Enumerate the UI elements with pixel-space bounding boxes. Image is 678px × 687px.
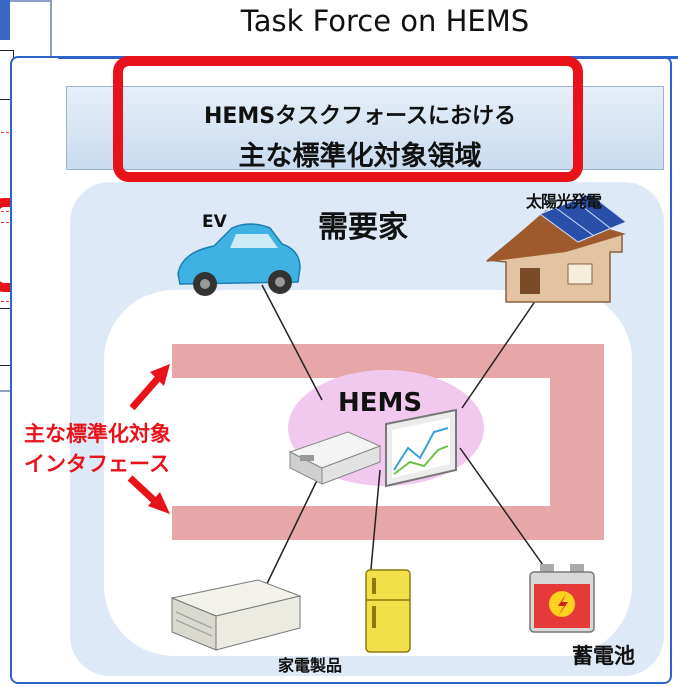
line-hems-fridge	[369, 469, 381, 581]
line-ev-hems	[261, 284, 323, 401]
interface-label-line1: 主な標準化対象	[24, 422, 171, 446]
battery-icon	[529, 564, 595, 633]
refrigerator-icon	[365, 569, 411, 653]
slide-title-box	[66, 86, 664, 170]
interface-arrows	[127, 364, 170, 514]
page-title: Task Force on HEMS	[240, 4, 530, 38]
solar-house-icon	[486, 193, 627, 303]
slide-title-line2: 主な標準化対象領域	[238, 141, 482, 172]
arrow-up	[129, 373, 163, 411]
consumer-label: 需要家	[318, 210, 408, 245]
arrow-down	[127, 475, 161, 507]
hems-router-icon	[288, 431, 382, 485]
connection-lines	[261, 284, 556, 595]
interface-label-line2: インタフェース	[24, 452, 170, 476]
solar-label: 太陽光発電	[526, 192, 602, 211]
hems-label: HEMS	[338, 388, 423, 418]
ev-label: EV	[202, 212, 227, 232]
appliance-label: 家電製品	[278, 656, 343, 675]
interface-bands	[172, 344, 604, 540]
ev-car-icon	[177, 223, 301, 296]
slide-title-line1: HEMSタスクフォースにおける	[203, 104, 517, 129]
left-panel-header-bar	[0, 0, 10, 40]
air-conditioner-icon	[170, 579, 302, 651]
interface-band-lower	[172, 506, 604, 540]
title-highlight-frame	[113, 56, 583, 182]
line-hems-aircon	[261, 469, 323, 595]
line-hems-battery	[459, 447, 556, 583]
line-solar-hems	[461, 293, 541, 409]
battery-label: 蓄電池	[572, 644, 635, 668]
hems-monitor-icon	[385, 408, 457, 488]
